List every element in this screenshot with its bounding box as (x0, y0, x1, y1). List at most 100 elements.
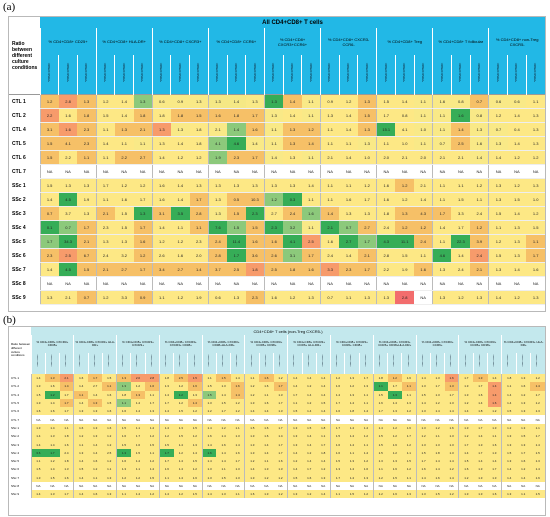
heatmap-cell: 0.7 (488, 122, 508, 137)
heatmap-cell: 1.2 (488, 234, 508, 249)
heatmap-cell: 4.1 (58, 136, 78, 151)
heatmap-cell: 1.4 (230, 390, 245, 399)
heatmap-cell: 1.3 (30, 382, 46, 391)
sub-column-header: *PBMC/PBMC (226, 55, 246, 95)
heatmap-cell: NA (487, 481, 502, 491)
heatmap-cell: 1.1 (77, 150, 97, 165)
heatmap-cell: NA (130, 481, 146, 491)
heatmap-cell: 1.1 (359, 398, 374, 408)
heatmap-cell: 1.7 (451, 220, 471, 235)
heatmap-cell: NA (301, 164, 321, 179)
heatmap-cell: 1.2 (507, 178, 527, 193)
heatmap-cell: 1.4 (372, 423, 388, 433)
heatmap-cell: 2.7 (357, 220, 377, 235)
heatmap-cell: 1.5 (39, 178, 59, 193)
sub-column-header: *PBMC/PBMC (151, 55, 171, 95)
heatmap-cell: 1.2 (187, 432, 203, 441)
group-header: % CD4+CD8+ CXCR3+ CCR6+ HLA-DR+ (287, 335, 331, 353)
heatmap-cell: 1.3 (158, 382, 174, 391)
heatmap-cell: 1.4 (339, 150, 358, 165)
heatmap-cell: 1.4 (344, 398, 360, 408)
heatmap-cell: 1.6 (58, 122, 78, 137)
corner-label: Ratio between different culture conditio… (11, 342, 31, 358)
heatmap-cell: 1.4 (170, 136, 190, 151)
heatmap-cell: 1.7 (133, 262, 153, 277)
heatmap-cell: 1.3 (244, 432, 260, 441)
heatmap-cell: 1.3 (444, 382, 459, 391)
heatmap-cell: 1.7 (376, 108, 396, 123)
heatmap-cell: 1.2 (359, 490, 374, 499)
heatmap-cell: 1.8 (133, 108, 153, 123)
sub-column-header: *PBMC/PBMC (189, 55, 209, 95)
heatmap-cell: 1.4 (430, 456, 445, 466)
heatmap-cell: 1.4 (487, 456, 502, 466)
heatmap-cell: 1.6 (444, 374, 459, 383)
heatmap-cell: 1.4 (187, 398, 203, 408)
heatmap-cell: 2.1 (95, 206, 115, 221)
heatmap-cell: 1.4 (173, 456, 188, 466)
heatmap-cell: 1.8 (283, 262, 302, 277)
row-label: CTL 2 (11, 384, 20, 389)
heatmap-cell: NA (473, 481, 488, 491)
sub-column-header: *PBMC/PBMC (230, 353, 245, 374)
sub-column-header: *PBMC/PBMC (187, 353, 203, 374)
sub-column-label: *PBMC/PBMC (450, 354, 453, 368)
heatmap-cell: NA (30, 481, 46, 491)
group-header: % CD4+CD8+ T follicular (432, 28, 489, 55)
heatmap-cell: 1.3 (88, 407, 103, 416)
heatmap-cell: 1.8 (227, 108, 246, 123)
heatmap-cell: 1.3 (263, 108, 284, 123)
heatmap-cell: 1.7 (415, 456, 431, 466)
heatmap-cell: 1.5 (114, 206, 134, 221)
heatmap-cell: 7.6 (207, 220, 228, 235)
heatmap-cell: 3.9 (470, 234, 489, 249)
heatmap-cell: 1.4 (283, 108, 302, 123)
heatmap-cell: 0.7 (470, 94, 489, 109)
heatmap-cell: 2.7 (263, 206, 284, 221)
sub-column-header: *PBMC/PBMC (401, 353, 417, 374)
heatmap-cell: 1.5 (227, 206, 246, 221)
heatmap-cell: 1.6 (130, 440, 146, 449)
heatmap-cell: 1.4 (444, 407, 459, 416)
heatmap-cell: 1.3 (245, 178, 265, 193)
row-label: SSc 4 (12, 224, 26, 231)
heatmap-cell: 2.4 (207, 234, 228, 249)
heatmap-cell: 1.7 (330, 423, 345, 433)
heatmap-cell: NA (244, 415, 260, 424)
heatmap-cell: 1.3 (283, 150, 302, 165)
heatmap-cell: 1.3 (287, 440, 303, 449)
heatmap-cell: 0.7 (58, 220, 78, 235)
heatmap-cell: 2.1 (58, 290, 78, 305)
heatmap-cell: 1.2 (487, 407, 502, 416)
sub-column-label: *PBMC/PBMC (193, 354, 196, 368)
heatmap-cell: NA (320, 164, 340, 179)
heatmap-cell: 1.5 (216, 473, 231, 482)
heatmap-cell: 1.4 (395, 94, 415, 109)
heatmap-cell: 1.5 (501, 407, 517, 416)
heatmap-cell: NA (30, 415, 46, 424)
sub-column-header: *PBMC/PBMC (173, 353, 188, 374)
heatmap-cell: 1.7 (245, 108, 265, 123)
heatmap-cell: 1.3 (344, 390, 360, 399)
heatmap-cell: 1.6 (230, 382, 245, 391)
heatmap-cell: 3.1 (151, 206, 171, 221)
heatmap-cell: 1.6 (116, 456, 131, 466)
heatmap-cell: 1.3 (77, 178, 97, 193)
heatmap-cell: 1.1 (339, 136, 358, 151)
heatmap-cell: 1.1 (189, 220, 209, 235)
heatmap-cell: 1.6 (244, 490, 260, 499)
heatmap-cell: 1.6 (45, 382, 60, 391)
heatmap-cell: 1.6 (151, 178, 171, 193)
heatmap-cell: 1.7 (458, 440, 474, 449)
group-header: % CD4+CD8+ CXCR3+ CXCR3+ (116, 335, 160, 353)
heatmap-cell: 1.3 (45, 374, 60, 383)
heatmap-cell: 1.4 (344, 423, 360, 433)
heatmap-cell: 1.2 (359, 432, 374, 441)
heatmap-cell: 1.6 (151, 192, 171, 207)
heatmap-cell: 1.8 (189, 122, 209, 137)
heatmap-cell: 1.2 (339, 94, 358, 109)
heatmap-cell: 1.1 (376, 136, 396, 151)
heatmap-cell: 1.5 (39, 150, 59, 165)
heatmap-cell: 1.3 (114, 234, 134, 249)
